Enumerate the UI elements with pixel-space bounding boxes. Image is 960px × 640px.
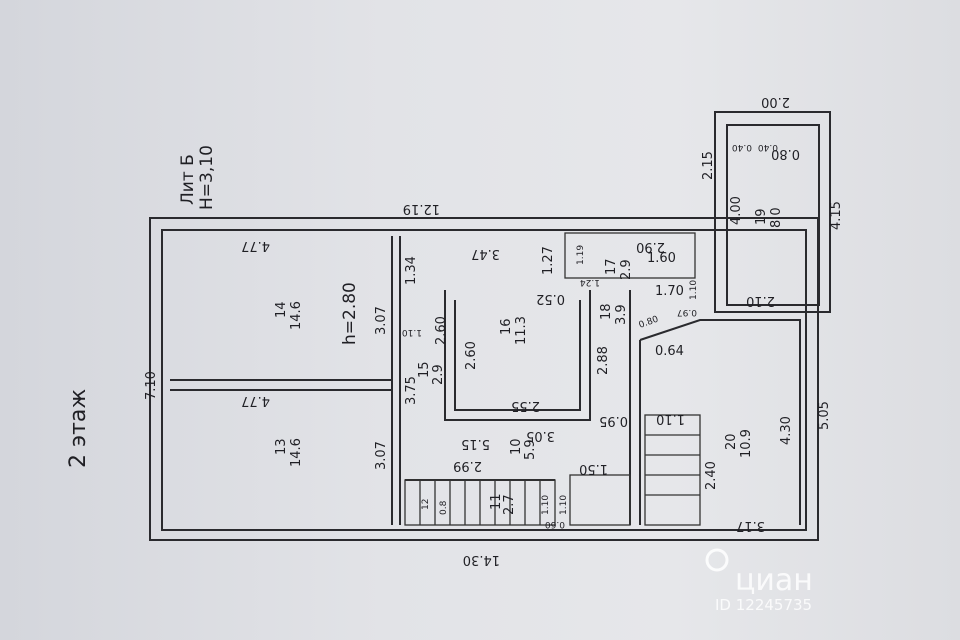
plan-label: 0.80: [638, 314, 661, 330]
plan-label: 18: [599, 303, 614, 320]
plan-label: 1.70: [655, 284, 684, 299]
plan-label: 2.9: [431, 364, 446, 385]
plan-label: 5.05: [817, 401, 832, 430]
plan-label: 4.30: [779, 416, 794, 445]
ceiling-height: h=2.80: [340, 282, 360, 345]
plan-label: 2.90: [636, 239, 665, 254]
plan-label: 3.17: [736, 518, 765, 533]
plan-label: 1.27: [541, 246, 556, 275]
plan-label: 11: [489, 493, 504, 510]
plan-label: 1.60: [647, 251, 676, 266]
plan-label: 19: [754, 208, 769, 225]
plan-label: 16: [499, 318, 514, 335]
plan-label: 2.99: [453, 458, 482, 473]
plan-label: 0.97: [677, 307, 697, 317]
plan-label: 14.6: [289, 438, 304, 467]
plan-label: 15: [417, 361, 432, 378]
plan-label: 0.8: [439, 500, 449, 515]
plan-label: 1.34: [404, 256, 419, 285]
plan-label: 3.75: [404, 376, 419, 405]
plan-label: 3.07: [374, 306, 389, 335]
plan-label: 1.24: [580, 277, 600, 287]
plan-label: 0.60: [545, 519, 565, 529]
plan-label: 11.3: [514, 316, 529, 345]
plan-label: 2.55: [511, 398, 540, 413]
plan-label: 2.15: [701, 151, 716, 180]
plan-label: 12.19: [403, 201, 440, 216]
plan-label: 0.64: [655, 344, 684, 359]
plan-label: 1.10: [689, 280, 699, 300]
plan-label: 0.80: [771, 146, 800, 161]
plan-label: 14.6: [289, 301, 304, 330]
plan-label: 5.9: [523, 439, 538, 460]
plan-label: 10.9: [739, 429, 754, 458]
plan-label: 1.19: [576, 245, 586, 265]
plan-label: 2.00: [761, 94, 790, 109]
plan-label: 5.15: [461, 436, 490, 451]
floor-title: 2 этаж: [66, 389, 91, 468]
plan-label: 12: [421, 499, 431, 510]
cian-watermark: циан ID 12245735: [705, 548, 813, 614]
plan-label: 13: [274, 438, 289, 455]
dimension-labels: 12.19 14.30 7.10 2.00 2.15 4.15 5.05 4.7…: [144, 94, 844, 567]
plan-label: 3.05: [526, 428, 555, 443]
plan-label: 1.10: [656, 411, 685, 426]
cian-logo-icon: [705, 548, 729, 572]
plan-label: 2.40: [704, 461, 719, 490]
plan-label: 3.07: [374, 441, 389, 470]
watermark-id: ID 12245735: [715, 596, 812, 614]
plan-label: 2.7: [502, 494, 517, 515]
plan-label: 2.88: [596, 346, 611, 375]
plan-label: 7.10: [144, 371, 159, 400]
walls: [149, 111, 831, 541]
plan-label: 3.47: [471, 246, 500, 261]
plan-label: 14: [274, 301, 289, 318]
plan-label: 1.10: [402, 327, 422, 337]
plan-label: 1.50: [579, 461, 608, 476]
plan-label: 2.10: [746, 293, 775, 308]
plan-label: 2.60: [434, 316, 449, 345]
building-height: H=3,10: [197, 145, 217, 210]
plan-label: 3.9: [614, 304, 629, 325]
plan-label: 10: [509, 438, 524, 455]
plan-label: 0.52: [536, 291, 565, 306]
building-letter: Лит Б: [178, 154, 198, 205]
plan-label: 1.10: [541, 495, 551, 515]
plan-label: 14.30: [463, 552, 500, 567]
plan-label: 4.15: [829, 201, 844, 230]
plan-label: 1.10: [559, 495, 569, 515]
plan-label: 4.77: [241, 393, 270, 408]
plan-label: 17: [604, 258, 619, 275]
plan-label: 4.77: [241, 238, 270, 253]
stairs: [404, 414, 701, 526]
watermark-brand: циан: [735, 563, 813, 598]
plan-label: 0.95: [599, 413, 628, 428]
plan-label: 20: [724, 433, 739, 450]
plan-label: 2.9: [619, 259, 634, 280]
plan-label: 2.60: [464, 341, 479, 370]
plan-label: 4.00: [729, 196, 744, 225]
plan-label: 0.40: [758, 142, 778, 152]
plan-label: 0.40: [732, 142, 752, 152]
plan-label: 8.0: [769, 207, 784, 228]
